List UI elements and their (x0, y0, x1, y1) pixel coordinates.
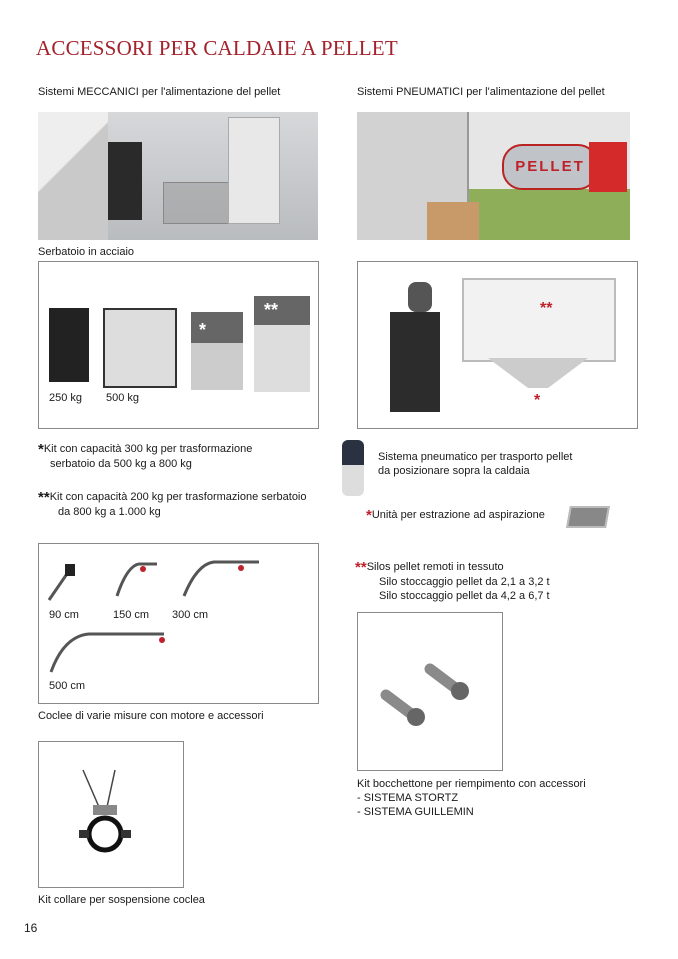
extraction-mark: * (534, 392, 541, 409)
tank-label-250: 250 kg (49, 392, 83, 404)
augers-icon (47, 560, 259, 673)
filler-kit-figure (357, 612, 503, 771)
tank-caption: Serbatoio in acciaio (38, 246, 135, 258)
filler-kit-caption: Kit bocchettone per riempimento con acce… (357, 778, 586, 818)
auger-label-150: 150 cm (113, 609, 150, 621)
collar-caption: Kit collare per sospensione coclea (38, 894, 205, 906)
pneumatic-system-photo: PELLET (357, 112, 630, 240)
truck-tank-text: PELLET (502, 144, 598, 190)
extraction-note: *Unità per estrazione ad aspirazione (366, 507, 545, 524)
tank-kit-200-icon: ** (254, 296, 310, 392)
note-kit-200: **Kit con capacità 200 kg per trasformaz… (38, 489, 307, 518)
tank-250-icon (49, 308, 89, 382)
auger-label-300: 300 cm (172, 609, 209, 621)
tanks-figure: * ** 250 kg 500 kg (38, 261, 319, 429)
collar-icon (79, 769, 131, 853)
silos-note: **Silos pellet remoti in tessuto Silo st… (355, 559, 550, 602)
vacuum-unit-icon (408, 282, 432, 312)
page-number: 16 (24, 921, 38, 935)
auger-label-90: 90 cm (49, 609, 79, 621)
filler-pipes-icon (380, 663, 469, 726)
tank-label-500: 500 kg (106, 392, 140, 404)
mechanical-heading: Sistemi MECCANICI per l'alimentazione de… (38, 86, 281, 98)
pneumatic-heading: Sistemi PNEUMATICI per l'alimentazione d… (357, 86, 605, 98)
page-title: ACCESSORI PER CALDAIE A PELLET (36, 36, 398, 60)
augers-caption: Coclee di varie misure con motore e acce… (38, 710, 264, 722)
silo-icon: ** (462, 278, 616, 362)
tank-500-icon (103, 308, 177, 388)
boiler-icon (390, 312, 440, 412)
auger-label-500: 500 cm (49, 680, 86, 692)
silo-figure: ** * (357, 261, 638, 429)
note-kit-300: *Kit con capacità 300 kg per trasformazi… (38, 441, 253, 470)
tank-kit-300-icon: * (191, 312, 243, 390)
augers-figure: 90 cm 150 cm 300 cm 500 cm (38, 543, 319, 704)
pneumatic-unit-icon (342, 440, 364, 496)
extraction-unit-icon (566, 506, 610, 528)
collar-figure (38, 741, 184, 888)
mechanical-system-photo (38, 112, 318, 240)
